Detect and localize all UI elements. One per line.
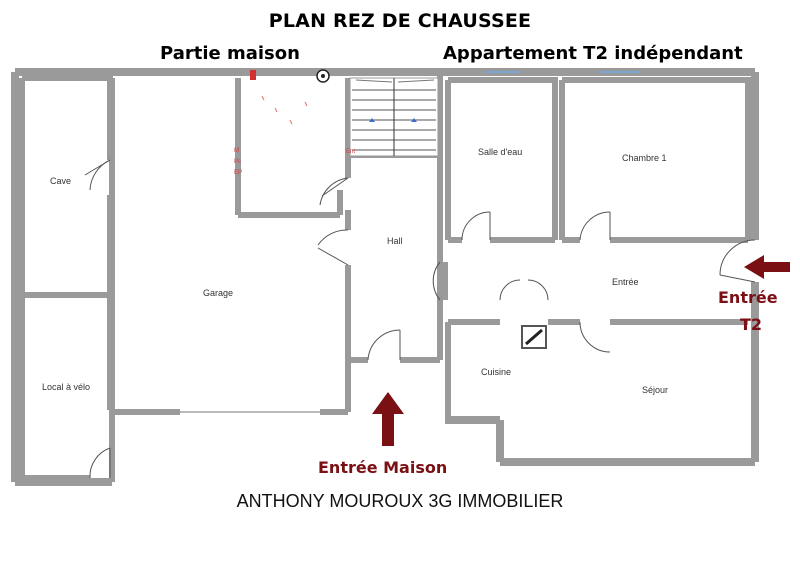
stair-direction-markers xyxy=(369,118,417,122)
door-swing-bathroom xyxy=(461,211,491,241)
stair-arrow-icon xyxy=(369,118,375,122)
tech-label-m: M xyxy=(234,148,239,154)
doors xyxy=(84,159,756,479)
tech-label-pc: Pc xyxy=(234,159,241,165)
room-label-bedroom: Chambre 1 xyxy=(622,153,667,163)
room-label-kitchen: Cuisine xyxy=(481,367,511,377)
room-label-living-room: Séjour xyxy=(642,385,668,395)
section-label-house: Partie maison xyxy=(160,43,300,64)
apartment-entry-label-line2: T2 xyxy=(740,315,762,334)
plan-title: PLAN REZ DE CHAUSSEE xyxy=(268,10,532,32)
apartment-entry-arrow-icon xyxy=(744,255,790,279)
room-label-entrance: Entrée xyxy=(612,277,639,287)
door-swing-bedroom xyxy=(579,211,611,241)
tech-label-ep: EP xyxy=(234,170,242,176)
door-swing-main-entrance xyxy=(367,329,401,361)
room-label-bathroom: Salle d'eau xyxy=(478,147,522,157)
staircase xyxy=(349,77,439,157)
window-marks xyxy=(180,71,640,413)
tech-label-ent: Ent xyxy=(346,149,355,155)
room-label-garage: Garage xyxy=(203,288,233,298)
door-swing-garage xyxy=(319,177,349,206)
room-label-bike-room: Local à vélo xyxy=(42,382,90,392)
chimney-duct xyxy=(521,325,547,349)
door-swing-bike-room xyxy=(89,447,111,479)
room-label-cave: Cave xyxy=(50,176,71,186)
door-swing-hall xyxy=(317,229,349,246)
outer-walls xyxy=(11,68,759,486)
agency-footer: ANTHONY MOUROUX 3G IMMOBILIER xyxy=(236,491,564,511)
door-swing-living-room xyxy=(579,321,611,353)
room-label-hall: Hall xyxy=(387,236,403,246)
door-swing-cave xyxy=(89,159,111,191)
stair-arrow-icon xyxy=(411,118,417,122)
section-label-apartment: Appartement T2 indépendant xyxy=(443,43,743,64)
house-entry-label: Entrée Maison xyxy=(318,458,447,477)
apartment-entry-label-line1: Entrée xyxy=(718,288,778,307)
door-swing-apartment-entrance xyxy=(719,239,756,276)
house-entry-arrow-icon xyxy=(372,392,404,446)
meter-icon xyxy=(250,70,256,80)
apartment-interior-walls xyxy=(442,77,751,420)
technical-markers xyxy=(250,69,330,125)
